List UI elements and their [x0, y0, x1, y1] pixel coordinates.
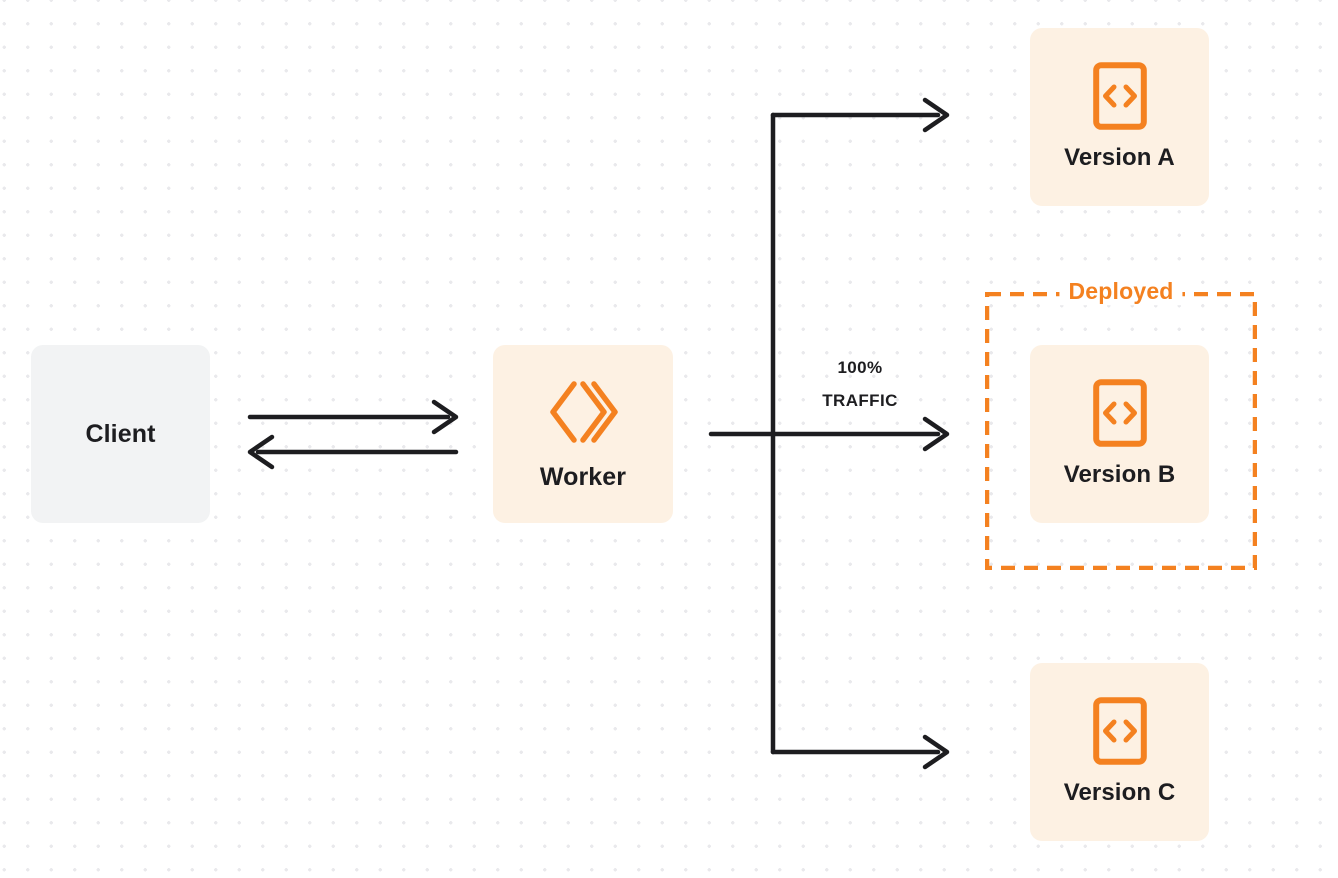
node-version-b[interactable]: Version B: [1030, 345, 1209, 523]
node-version-a-label: Version A: [1064, 144, 1175, 171]
traffic-percent: 100%: [837, 358, 883, 377]
group-deployed-label: Deployed: [1059, 278, 1183, 306]
cloudflare-workers-icon: [550, 380, 618, 443]
node-version-b-label: Version B: [1063, 461, 1176, 488]
code-file-icon: [1092, 697, 1147, 765]
edge-branch-version-c: [770, 734, 950, 770]
traffic-label: 100% TRAFFIC: [800, 351, 920, 417]
node-client[interactable]: Client: [31, 345, 210, 523]
edge-branch-version-b: [708, 416, 950, 452]
edge-client-to-worker-request: [247, 399, 459, 435]
node-worker-label: Worker: [539, 462, 627, 491]
node-worker[interactable]: Worker: [493, 345, 673, 523]
node-version-c[interactable]: Version C: [1030, 663, 1209, 841]
node-client-label: Client: [85, 419, 156, 448]
node-version-a[interactable]: Version A: [1030, 28, 1209, 206]
edge-worker-to-client-response: [247, 434, 459, 470]
node-version-c-label: Version C: [1063, 779, 1176, 806]
code-file-icon: [1092, 62, 1147, 130]
code-file-icon: [1092, 379, 1147, 447]
edge-branch-version-a: [770, 97, 950, 133]
traffic-word: TRAFFIC: [822, 391, 898, 411]
